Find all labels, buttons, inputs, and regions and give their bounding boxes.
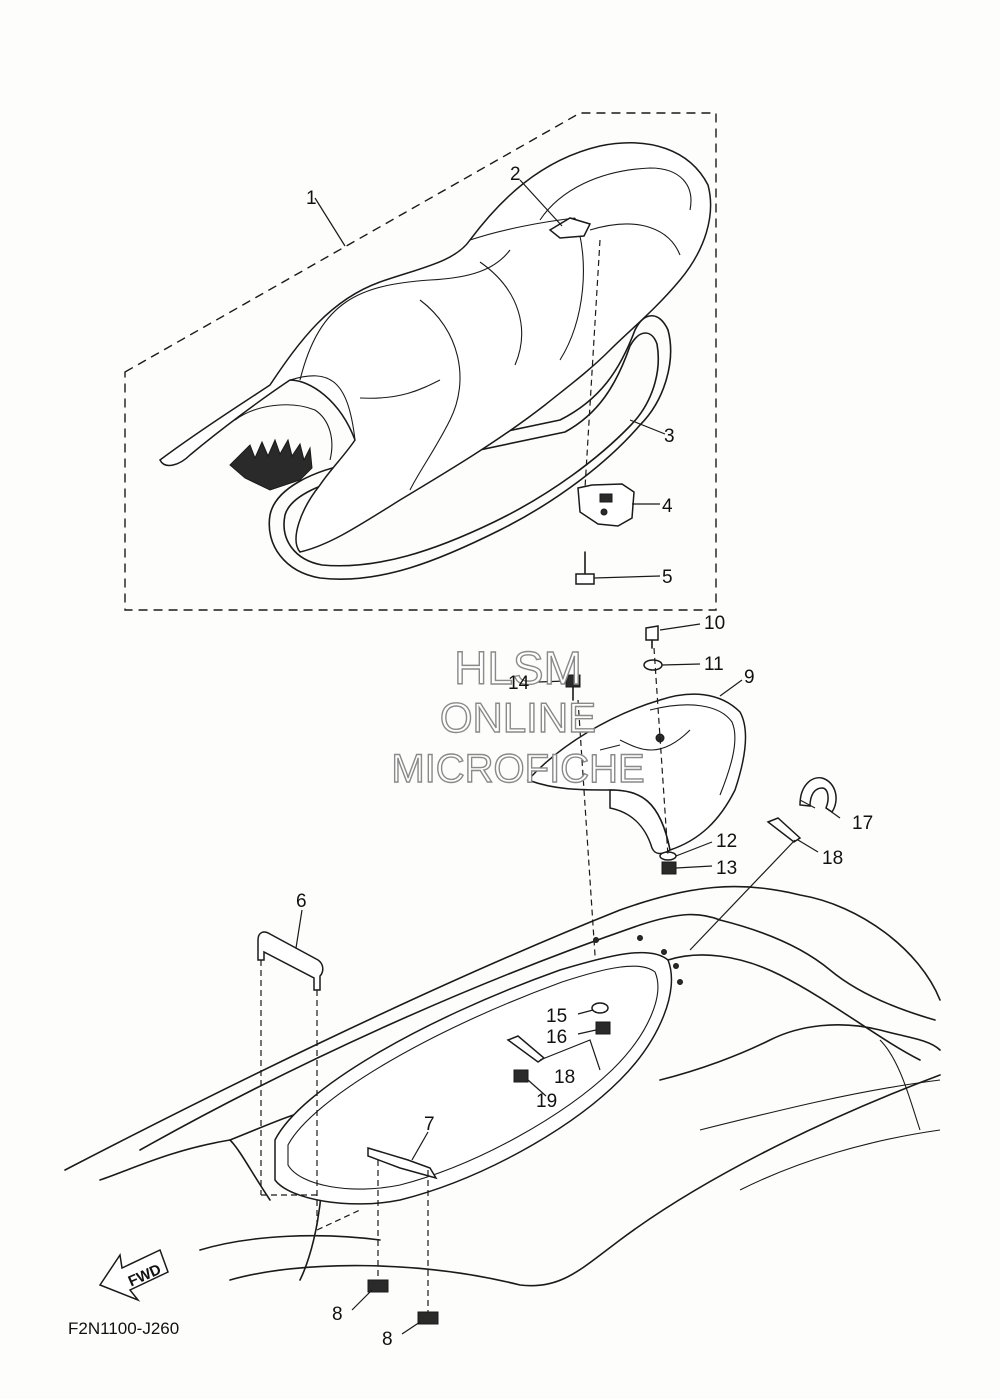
callout-12: 12 — [716, 831, 737, 852]
watermark-line3: MICROFICHE — [391, 747, 644, 791]
bolt-14 — [565, 674, 581, 701]
seat-lock-bracket — [577, 483, 635, 527]
u-bolt-17 — [799, 777, 837, 814]
callout-10: 10 — [704, 613, 725, 634]
callout-5: 5 — [662, 567, 673, 588]
bolt-5 — [575, 551, 595, 585]
seat-cushion — [159, 142, 712, 553]
callout-6: 6 — [296, 891, 307, 912]
axis-line-tray-mount — [577, 699, 599, 1001]
callout-19: 19 — [536, 1091, 557, 1112]
callout-8-left: 8 — [332, 1304, 343, 1325]
callout-4: 4 — [662, 496, 673, 517]
bracket-7 — [367, 1146, 438, 1180]
callout-16: 16 — [546, 1027, 567, 1048]
watermark-line1: HLSM — [454, 642, 582, 694]
callout-17: 17 — [852, 813, 873, 834]
callout-9: 9 — [744, 667, 755, 688]
callout-7: 7 — [424, 1114, 435, 1135]
callout-15: 15 — [546, 1006, 567, 1027]
callout-13: 13 — [716, 858, 737, 879]
seat-base-frame — [268, 314, 672, 580]
axis-line-tray — [653, 647, 669, 857]
hull-deck — [64, 885, 941, 1287]
callout-18-lower: 18 — [554, 1067, 575, 1088]
watermark-line2: ONLINE — [440, 694, 596, 741]
rear-storage-tray — [526, 693, 747, 855]
drawing-code: F2N1100-J260 — [68, 1319, 179, 1338]
nut-8-left — [367, 1279, 389, 1293]
callout-1: 1 — [306, 188, 317, 209]
washer-11 — [643, 659, 663, 671]
grab-bar-6 — [257, 931, 324, 991]
nut-13 — [661, 861, 677, 875]
seat-assembly-outline — [124, 112, 717, 611]
nut-19 — [513, 1069, 529, 1083]
callout-18-upper: 18 — [822, 848, 843, 869]
nut-8-right — [417, 1311, 439, 1325]
axis-line-seat — [584, 239, 601, 489]
callout-2: 2 — [510, 164, 521, 185]
fwd-arrow-icon: FWD — [98, 1248, 169, 1302]
callout-3: 3 — [664, 426, 675, 447]
washer-15 — [591, 1002, 609, 1014]
callout-11: 11 — [704, 654, 724, 675]
plate-18-upper — [766, 817, 802, 843]
callout-8-right: 8 — [382, 1329, 393, 1350]
nut-16 — [595, 1021, 611, 1035]
bolt-10 — [645, 625, 659, 649]
callout-14: 14 — [508, 673, 530, 694]
